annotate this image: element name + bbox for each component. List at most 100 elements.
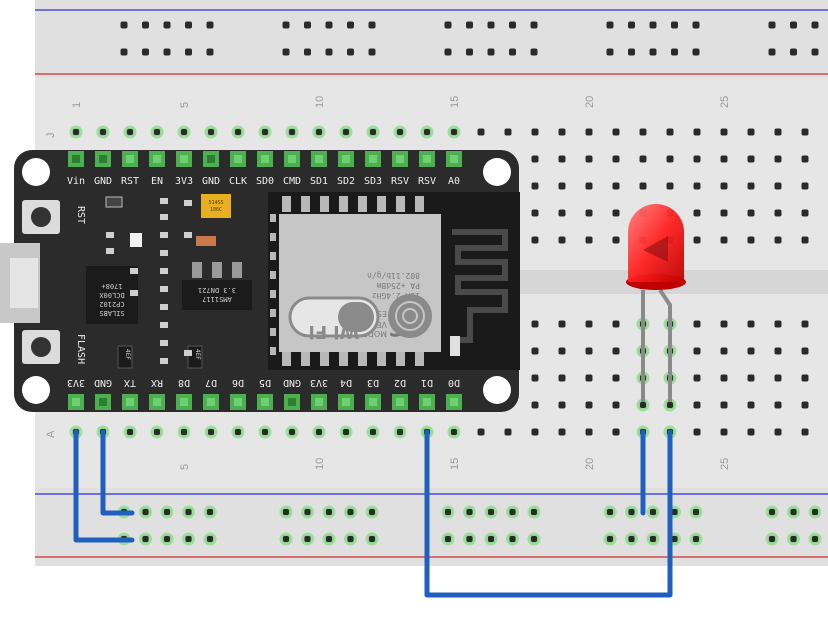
- breadboard-hole[interactable]: [531, 182, 539, 190]
- breadboard-hole[interactable]: [531, 236, 539, 244]
- breadboard-hole[interactable]: [747, 401, 755, 409]
- breadboard-hole[interactable]: [163, 21, 171, 29]
- breadboard-hole[interactable]: [206, 48, 214, 56]
- breadboard-hole[interactable]: [606, 48, 614, 56]
- breadboard-hole[interactable]: [558, 128, 566, 136]
- breadboard-hole[interactable]: [811, 48, 819, 56]
- breadboard-hole[interactable]: [801, 182, 809, 190]
- breadboard-hole[interactable]: [666, 128, 674, 136]
- breadboard-hole[interactable]: [801, 401, 809, 409]
- breadboard-hole[interactable]: [504, 428, 512, 436]
- breadboard-hole[interactable]: [612, 236, 620, 244]
- breadboard-hole[interactable]: [693, 155, 701, 163]
- breadboard-hole[interactable]: [558, 155, 566, 163]
- breadboard-hole[interactable]: [774, 182, 782, 190]
- breadboard-hole[interactable]: [747, 374, 755, 382]
- breadboard-hole[interactable]: [693, 209, 701, 217]
- breadboard-hole[interactable]: [206, 21, 214, 29]
- breadboard-hole[interactable]: [790, 48, 797, 56]
- wire-d1-to-led[interactable]: [424, 429, 673, 598]
- breadboard-hole[interactable]: [612, 182, 620, 190]
- breadboard-hole[interactable]: [692, 21, 700, 29]
- breadboard-hole[interactable]: [558, 209, 566, 217]
- breadboard-hole[interactable]: [530, 48, 538, 56]
- breadboard-hole[interactable]: [558, 320, 566, 328]
- breadboard-hole[interactable]: [585, 236, 593, 244]
- breadboard-hole[interactable]: [558, 347, 566, 355]
- breadboard-hole[interactable]: [720, 236, 728, 244]
- breadboard-hole[interactable]: [692, 48, 700, 56]
- rst-button-cap[interactable]: [31, 207, 51, 227]
- breadboard-hole[interactable]: [558, 182, 566, 190]
- breadboard-hole[interactable]: [368, 48, 376, 56]
- breadboard-hole[interactable]: [585, 401, 593, 409]
- breadboard-hole[interactable]: [477, 128, 485, 136]
- breadboard-hole[interactable]: [531, 347, 539, 355]
- breadboard-hole[interactable]: [693, 401, 701, 409]
- breadboard-hole[interactable]: [477, 428, 485, 436]
- breadboard-hole[interactable]: [747, 236, 755, 244]
- breadboard-hole[interactable]: [558, 401, 566, 409]
- breadboard-hole[interactable]: [185, 21, 192, 29]
- breadboard-hole[interactable]: [720, 320, 728, 328]
- breadboard-hole[interactable]: [142, 21, 149, 29]
- wire-gnd-to-rail[interactable]: [100, 429, 135, 516]
- breadboard-hole[interactable]: [612, 374, 620, 382]
- breadboard-hole[interactable]: [509, 21, 516, 29]
- breadboard-hole[interactable]: [801, 347, 809, 355]
- breadboard-hole[interactable]: [693, 320, 701, 328]
- breadboard-hole[interactable]: [325, 48, 333, 56]
- breadboard-hole[interactable]: [671, 21, 678, 29]
- breadboard-hole[interactable]: [720, 128, 728, 136]
- breadboard-hole[interactable]: [282, 48, 290, 56]
- breadboard-hole[interactable]: [612, 428, 620, 436]
- breadboard-hole[interactable]: [801, 428, 809, 436]
- breadboard-hole[interactable]: [531, 155, 539, 163]
- breadboard-hole[interactable]: [531, 374, 539, 382]
- breadboard-hole[interactable]: [531, 320, 539, 328]
- breadboard-hole[interactable]: [671, 48, 678, 56]
- breadboard-hole[interactable]: [720, 401, 728, 409]
- breadboard-hole[interactable]: [747, 428, 755, 436]
- breadboard-hole[interactable]: [163, 48, 171, 56]
- breadboard-hole[interactable]: [585, 320, 593, 328]
- breadboard-hole[interactable]: [801, 155, 809, 163]
- breadboard-hole[interactable]: [801, 209, 809, 217]
- breadboard-hole[interactable]: [585, 209, 593, 217]
- breadboard-hole[interactable]: [558, 236, 566, 244]
- breadboard-hole[interactable]: [639, 155, 647, 163]
- breadboard-hole[interactable]: [612, 320, 620, 328]
- breadboard-hole[interactable]: [628, 48, 635, 56]
- breadboard-hole[interactable]: [774, 209, 782, 217]
- breadboard-hole[interactable]: [531, 128, 539, 136]
- breadboard-hole[interactable]: [693, 236, 701, 244]
- breadboard-hole[interactable]: [531, 428, 539, 436]
- breadboard-hole[interactable]: [466, 21, 473, 29]
- breadboard-hole[interactable]: [747, 155, 755, 163]
- breadboard-hole[interactable]: [368, 21, 376, 29]
- breadboard-hole[interactable]: [347, 48, 354, 56]
- breadboard-hole[interactable]: [304, 21, 311, 29]
- breadboard-hole[interactable]: [774, 128, 782, 136]
- breadboard-hole[interactable]: [509, 48, 516, 56]
- breadboard-hole[interactable]: [325, 21, 333, 29]
- breadboard-hole[interactable]: [612, 209, 620, 217]
- breadboard-hole[interactable]: [185, 48, 192, 56]
- breadboard-hole[interactable]: [774, 236, 782, 244]
- breadboard-hole[interactable]: [530, 21, 538, 29]
- breadboard-hole[interactable]: [531, 401, 539, 409]
- breadboard-hole[interactable]: [747, 347, 755, 355]
- breadboard-hole[interactable]: [693, 182, 701, 190]
- breadboard-hole[interactable]: [585, 128, 593, 136]
- breadboard-hole[interactable]: [768, 48, 776, 56]
- flash-button-cap[interactable]: [31, 337, 51, 357]
- breadboard-hole[interactable]: [282, 21, 290, 29]
- breadboard-hole[interactable]: [774, 347, 782, 355]
- breadboard-hole[interactable]: [747, 320, 755, 328]
- breadboard-hole[interactable]: [585, 347, 593, 355]
- breadboard-hole[interactable]: [649, 48, 657, 56]
- breadboard-hole[interactable]: [585, 428, 593, 436]
- breadboard-hole[interactable]: [720, 374, 728, 382]
- breadboard-hole[interactable]: [639, 182, 647, 190]
- breadboard-hole[interactable]: [720, 182, 728, 190]
